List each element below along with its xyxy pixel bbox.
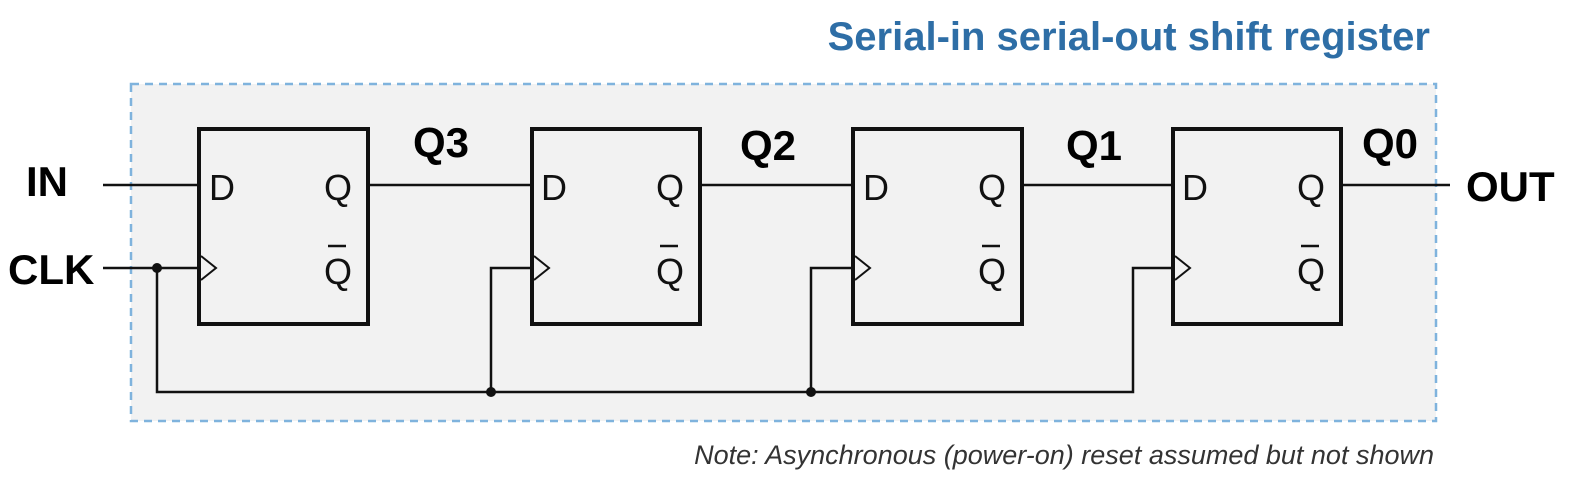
- clock-input-triangle: [854, 255, 872, 281]
- flip-flop-3: D Q Q Q1: [851, 122, 1122, 326]
- q2-label: Q2: [740, 122, 796, 169]
- out-label: OUT: [1466, 163, 1555, 210]
- q1-label: Q1: [1066, 122, 1122, 169]
- clock-branch-3: [809, 266, 853, 392]
- q-pin-label: Q: [1297, 167, 1325, 208]
- flip-flop-2: D Q Q Q2: [530, 122, 796, 326]
- q0-label: Q0: [1362, 120, 1418, 167]
- qbar-pin-label: Q: [978, 251, 1006, 292]
- flip-flop-body: [851, 127, 1024, 326]
- flip-flop-1: D Q Q Q3: [197, 119, 469, 326]
- clock-input-triangle: [1174, 255, 1192, 281]
- flip-flop-body: [1171, 127, 1343, 326]
- qbar-pin-label: Q: [1297, 251, 1325, 292]
- clock-branch-2: [489, 266, 532, 392]
- clk-label: CLK: [8, 246, 94, 293]
- q3-label: Q3: [413, 119, 469, 166]
- reset-note: Note: Asynchronous (power-on) reset assu…: [694, 440, 1434, 470]
- diagram-title: Serial-in serial-out shift register: [828, 15, 1430, 59]
- clock-junction-dot: [806, 387, 816, 397]
- qbar-pin-label: Q: [656, 251, 684, 292]
- clock-junction-dot: [486, 387, 496, 397]
- q-pin-label: Q: [324, 167, 352, 208]
- d-pin-label: D: [863, 167, 889, 208]
- d-pin-label: D: [541, 167, 567, 208]
- q-pin-label: Q: [978, 167, 1006, 208]
- clock-bus: [155, 266, 1173, 394]
- clock-input-triangle: [200, 255, 218, 281]
- d-pin-label: D: [209, 167, 235, 208]
- clock-junction-dot: [152, 263, 162, 273]
- q-pin-label: Q: [656, 167, 684, 208]
- in-label: IN: [26, 158, 68, 205]
- flip-flop-4: D Q Q Q0: [1171, 120, 1418, 326]
- d-pin-label: D: [1182, 167, 1208, 208]
- clock-input-triangle: [533, 255, 551, 281]
- flip-flop-body: [197, 127, 370, 326]
- qbar-pin-label: Q: [324, 251, 352, 292]
- flip-flop-body: [530, 127, 702, 326]
